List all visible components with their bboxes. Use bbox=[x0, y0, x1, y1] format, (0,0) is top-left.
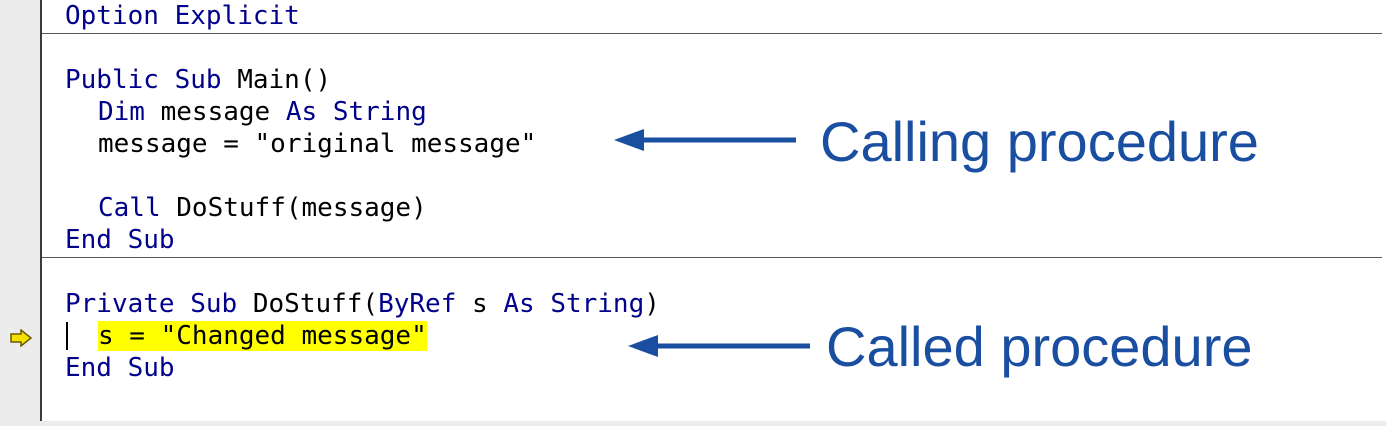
keyword-sub: Sub bbox=[174, 65, 222, 95]
keyword-call: Call bbox=[98, 193, 161, 223]
closing-paren: ) bbox=[644, 289, 660, 319]
keyword-string: String bbox=[550, 289, 645, 319]
code-line-call[interactable]: Call DoStuff(message) bbox=[65, 192, 427, 224]
arrow-left-icon bbox=[628, 335, 810, 357]
arrow-left-icon bbox=[614, 129, 796, 151]
annotation-called-procedure: Called procedure bbox=[826, 315, 1253, 378]
procedure-separator bbox=[42, 33, 1382, 34]
keyword-private: Private bbox=[65, 289, 175, 319]
code-line-main-declaration[interactable]: Public Sub Main() bbox=[65, 64, 331, 96]
variable-message: message bbox=[160, 97, 271, 127]
margin-indicator-bar[interactable] bbox=[0, 0, 40, 421]
code-line-dostuff-declaration[interactable]: Private Sub DoStuff(ByRef s As String) bbox=[65, 288, 660, 320]
keyword-string: String bbox=[332, 97, 427, 127]
code-line-option-explicit[interactable]: Option Explicit bbox=[65, 0, 300, 32]
keyword-end-sub: End Sub bbox=[65, 353, 175, 383]
assignment-statement: message = "original message" bbox=[98, 129, 537, 159]
keyword-sub: Sub bbox=[190, 289, 238, 319]
margin-divider bbox=[40, 0, 42, 421]
highlighted-statement: s = "Changed message" bbox=[98, 321, 427, 351]
keyword-as: As bbox=[503, 289, 535, 319]
call-statement: DoStuff(message) bbox=[176, 193, 427, 223]
code-line-assignment[interactable]: message = "original message" bbox=[65, 128, 536, 160]
keyword-dim: Dim bbox=[98, 97, 145, 127]
execution-pointer-icon bbox=[10, 329, 33, 347]
code-line-end-sub-dostuff[interactable]: End Sub bbox=[65, 352, 175, 384]
keyword-option: Option bbox=[65, 1, 159, 31]
keyword-as: As bbox=[285, 97, 318, 127]
annotation-calling-procedure: Calling procedure bbox=[820, 110, 1259, 173]
keyword-explicit: Explicit bbox=[174, 1, 300, 31]
procedure-name-main: Main() bbox=[237, 65, 332, 95]
keyword-public: Public bbox=[65, 65, 159, 95]
procedure-name-dostuff: DoStuff( bbox=[252, 289, 379, 319]
parameter-s: s bbox=[472, 289, 488, 319]
keyword-end-sub: End Sub bbox=[65, 225, 175, 255]
code-line-current-statement[interactable]: s = "Changed message" bbox=[65, 320, 427, 352]
keyword-byref: ByRef bbox=[378, 289, 457, 319]
procedure-separator bbox=[42, 257, 1382, 258]
text-cursor bbox=[66, 322, 68, 350]
code-line-dim[interactable]: Dim message As String bbox=[65, 96, 427, 128]
code-line-end-sub-main[interactable]: End Sub bbox=[65, 224, 175, 256]
